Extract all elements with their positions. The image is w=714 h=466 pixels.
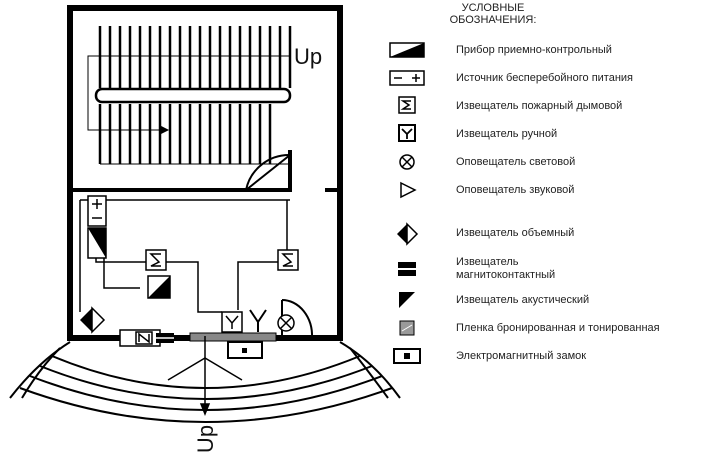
legend-label: Извещатель объемный [456,227,575,239]
stair-upper [98,26,292,88]
legend-label: Источник бесперебойного питания [456,72,634,84]
legend-title-line-1: УСЛОВНЫЕ [461,2,525,14]
legend-label: Извещатель магнитоконтактный [456,256,555,282]
acoustic-detector-device [147,275,171,299]
legend-item-acoustic-detector: Извещатель акустический [382,287,714,315]
legend-item-control-panel: Прибор приемно-контрольный [382,37,714,65]
legend-item-volume-detector: Извещатель объемный [382,220,714,248]
manual-call-point-icon [398,124,416,142]
light-alarm-icon [399,154,415,170]
stair-lower [98,104,272,164]
volume-detector-device [80,306,106,334]
ups-icon [389,70,425,86]
legend-label: Прибор приемно-контрольный [456,44,612,56]
legend-item-smoke-detector: Извещатель пожарный дымовой [382,93,714,121]
signal-wiring [79,199,290,313]
legend-item-sound-alarm: Оповещатель звуковой [382,177,714,205]
legend-item-magnetic-contact: Извещатель магнитоконтактный [382,256,714,284]
legend-label: Оповещатель звуковой [456,184,575,196]
legend-label: Пленка бронированная и тонированная [456,322,660,334]
acoustic-detector-icon [398,291,416,309]
volume-detector-icon [397,222,419,246]
legend-label: Электромагнитный замок [456,350,587,362]
sound-alarm-icon [400,181,417,199]
control-panel-icon [389,42,425,58]
ups-device [87,195,107,227]
smoke-detector-device-2 [277,249,299,271]
interior-door [245,153,291,191]
control-panel-device [87,227,107,259]
legend-title: УСЛОВНЫЕ ОБОЗНАЧЕНИЯ: [418,2,568,26]
legend-item-electromagnetic-lock: Электромагнитный замок [382,343,714,371]
armored-film-device [189,332,277,342]
legend-label: Оповещатель световой [456,156,576,168]
legend-item-manual-call-point: Извещатель ручной [382,121,714,149]
electromagnetic-lock-device [227,341,263,359]
armored-film-icon [399,320,415,336]
light-alarm-device [277,314,295,332]
smoke-detector-icon [398,96,416,114]
stair-handrail [94,87,292,104]
entrance-up-label: Up [193,424,219,454]
magnetic-contact-icon [398,262,416,276]
entrance-arrow [167,336,243,417]
stair-direction-arrow [87,55,290,135]
legend-label: Извещатель ручной [456,128,558,140]
manual-call-point-device [221,311,243,333]
legend-label-line-2: магнитоконтактный [456,269,556,281]
legend-label: Извещатель пожарный дымовой [456,100,623,112]
legend-item-ups: Источник бесперебойного питания [382,65,714,93]
stair-up-label: Up [294,44,323,69]
legend-title-line-2: ОБОЗНАЧЕНИЯ: [449,14,537,26]
legend-item-light-alarm: Оповещатель световой [382,149,714,177]
legend-item-armored-film: Пленка бронированная и тонированная [382,315,714,343]
legend-label: Извещатель акустический [456,294,590,306]
legend-label-line-1: Извещатель [456,256,519,268]
magnetic-contact-device [119,329,174,347]
smoke-detector-device-1 [145,249,167,271]
sound-alarm-device [249,309,267,332]
electromagnetic-lock-icon [393,348,421,364]
